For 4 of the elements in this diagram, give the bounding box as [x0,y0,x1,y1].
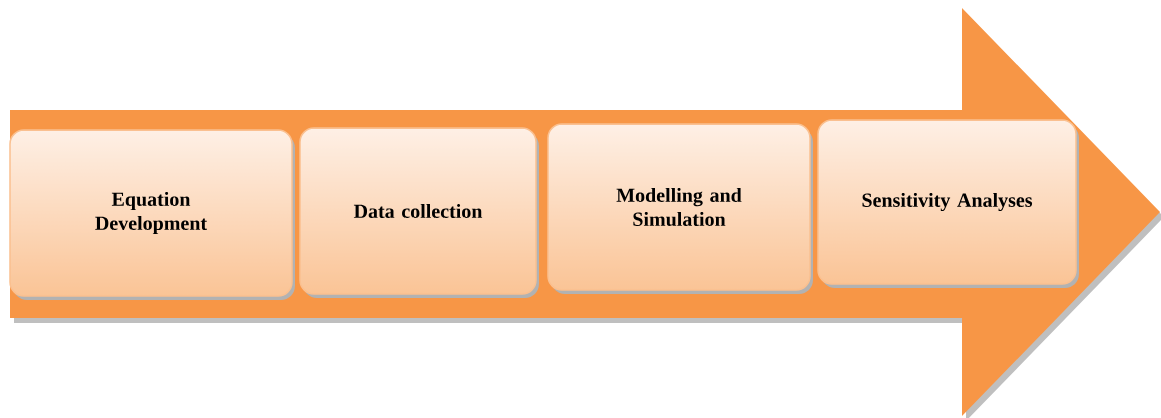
process-box: Sensitivity Analyses [817,119,1079,288]
process-box: Data collection [299,127,539,298]
process-box: Modelling and Simulation [547,123,813,294]
process-box: Equation Development [9,129,295,300]
